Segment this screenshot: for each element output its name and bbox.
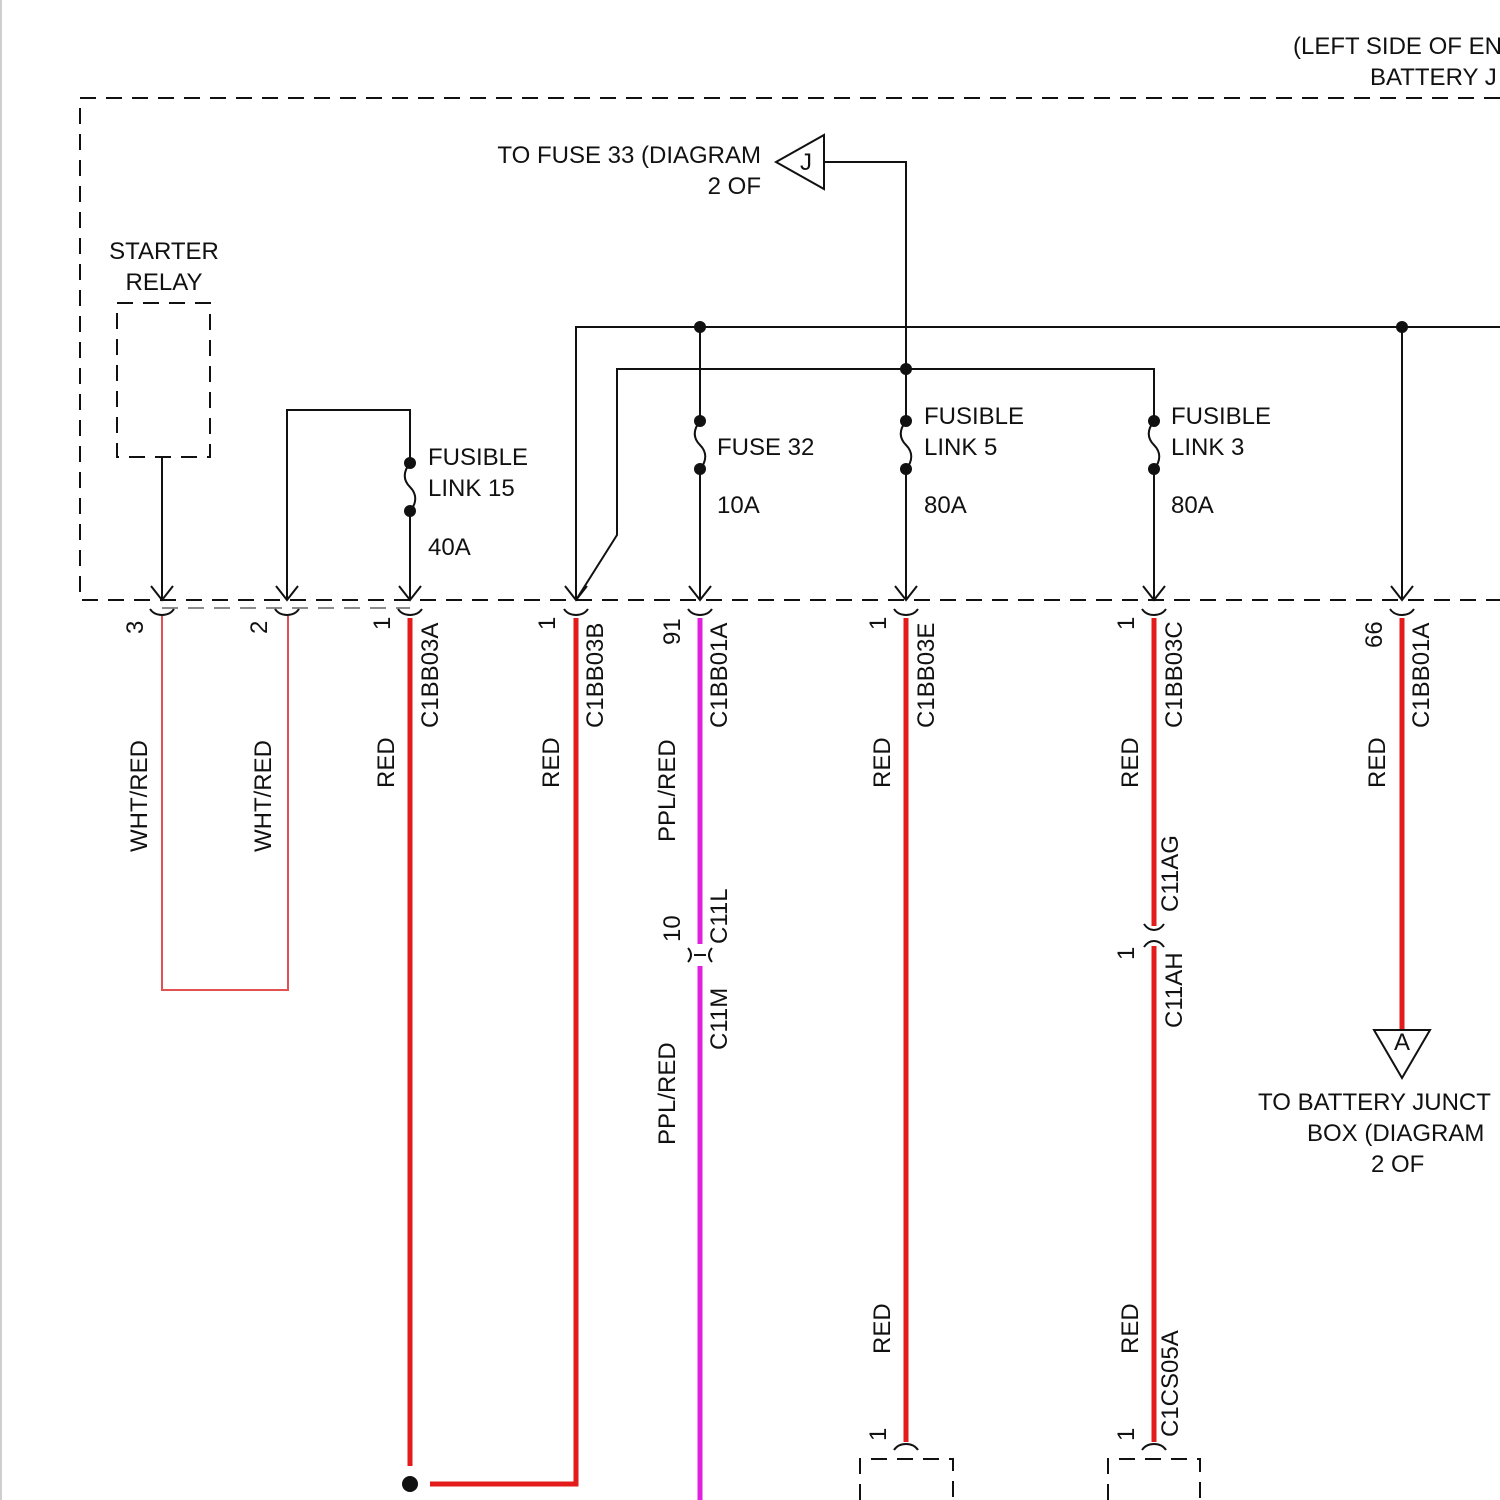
cavity-c1bb01a-66	[1390, 609, 1414, 615]
fuse-32-node-top	[694, 415, 706, 427]
fuse-32-element	[695, 421, 706, 469]
connector-label-c1bb03b: C1BB03B	[582, 623, 609, 728]
cavity-c1bb03b	[564, 609, 588, 615]
location-label-line2: BATTERY J	[1370, 64, 1497, 91]
cavity-bottom-col6	[894, 1444, 918, 1450]
inline-lower-label-c11ah: C11AH	[1161, 952, 1188, 1028]
fusible-link-3-rating: 80A	[1171, 492, 1214, 519]
cavity-pin-3	[150, 609, 174, 615]
inline-connector-c11l-left	[688, 948, 691, 962]
cavity-c1bb03e	[894, 609, 918, 615]
connector-label-c1bb03c: C1BB03C	[1161, 621, 1188, 728]
cavity-c1bb03a	[398, 609, 422, 615]
connector-label-c1cs05a: C1CS05A	[1157, 1330, 1184, 1437]
fusible-link-5-rating: 80A	[924, 492, 967, 519]
battery-ref-flag-letter: A	[1394, 1029, 1410, 1056]
inline-lower-label-c11m: C11M	[706, 988, 733, 1050]
fusible-link-5-node-top	[900, 415, 912, 427]
fusible-link-3-label-line1: FUSIBLE	[1171, 403, 1271, 430]
wire-color-label-pin2: WHT/RED	[250, 740, 277, 852]
pin-label-c1bb03a: 1	[369, 617, 396, 630]
bus-bar-upper	[576, 327, 1500, 600]
battery-ref-line3: 2 OF	[1371, 1151, 1424, 1178]
fusible-link-15-node-top	[404, 457, 416, 469]
battery-ref-line1: TO BATTERY JUNCT	[1258, 1089, 1491, 1116]
fusible-link-15-element	[405, 463, 416, 511]
wire-color-label-c1bb03b: RED	[538, 737, 565, 788]
location-label-line1: (LEFT SIDE OF EN	[1293, 33, 1500, 60]
cavity-c1bb03c	[1142, 609, 1166, 615]
pin-label-c1bb01a-66: 66	[1361, 621, 1388, 648]
pin-label-c1bb03e: 1	[865, 617, 892, 630]
inline-connector-c11l-right	[709, 948, 712, 962]
fuse-32-label: FUSE 32	[717, 434, 814, 461]
connector-label-c1bb01a-66: C1BB01A	[1408, 623, 1435, 728]
fusible-link-5-element	[901, 421, 912, 469]
fuse33-feed-wire	[824, 162, 906, 369]
fuse33-ref-flag-letter: J	[800, 149, 812, 176]
wire-color-label-pin3: WHT/RED	[126, 740, 153, 852]
fusible-link-15-label-line1: FUSIBLE	[428, 444, 528, 471]
battery-ref-line2: BOX (DIAGRAM	[1307, 1120, 1484, 1147]
starter-relay-box	[117, 303, 210, 457]
junction-box-boundary	[80, 98, 1500, 600]
wire-color-label-c1bb01a-66: RED	[1364, 737, 1391, 788]
wire-color-label-col6-bottom: RED	[869, 1303, 896, 1354]
starter-relay-label-line2: RELAY	[126, 269, 203, 296]
cavity-pin-2	[275, 609, 299, 615]
connector-label-c1bb03a: C1BB03A	[417, 623, 444, 728]
inline-pin-label-c11ah: 1	[1113, 947, 1140, 960]
bus-bar-lower	[576, 369, 1154, 600]
inline-upper-label-c11ag: C11AG	[1157, 835, 1184, 912]
cavity-bottom-col7	[1142, 1444, 1166, 1450]
wire-color-label-c1bb03e: RED	[869, 737, 896, 788]
pin-label-c1bb03b: 1	[534, 617, 561, 630]
pin-label-c1bb03c: 1	[1113, 617, 1140, 630]
inline-upper-label-c11l: C11L	[706, 888, 733, 944]
wire-color-label-c1bb01a-91: PPL/RED	[654, 739, 681, 842]
bottom-connector-col6-box	[860, 1459, 953, 1500]
pin-label-c1bb01a-91: 91	[659, 618, 686, 645]
fusible-link-15-loop	[287, 410, 410, 600]
wire-color-label-c1bb03a: RED	[373, 737, 400, 788]
splice-node	[402, 1476, 418, 1492]
fusible-link-5-label-line1: FUSIBLE	[924, 403, 1024, 430]
wire-color-label-c1bb03c: RED	[1117, 737, 1144, 788]
pin-label-2: 2	[246, 621, 273, 634]
fuse-32-rating: 10A	[717, 492, 760, 519]
inline-pin-label-c11l: 10	[659, 915, 686, 942]
connector-label-c1bb03e: C1BB03E	[913, 623, 940, 728]
pin-label-col6-bottom: 1	[865, 1428, 892, 1441]
fuse33-ref-line2: 2 OF	[708, 173, 761, 200]
fusible-link-15-label-line2: LINK 15	[428, 475, 515, 502]
cavity-c1bb01a-91	[688, 609, 712, 615]
wire-color-label-ppl-red-lower: PPL/RED	[654, 1042, 681, 1145]
fusible-link-15-rating: 40A	[428, 534, 471, 561]
fusible-link-5-label-line2: LINK 5	[924, 434, 997, 461]
bottom-connector-col7-box	[1108, 1459, 1200, 1500]
connector-label-c1bb01a-91: C1BB01A	[706, 623, 733, 728]
pin-label-col7-bottom: 1	[1113, 1428, 1140, 1441]
wire-color-label-col7-bottom: RED	[1117, 1303, 1144, 1354]
fusible-link-3-node-top	[1148, 415, 1160, 427]
fuse33-ref-line1: TO FUSE 33 (DIAGRAM	[497, 142, 761, 169]
fusible-link-3-element	[1149, 421, 1160, 469]
starter-relay-label-line1: STARTER	[109, 238, 219, 265]
pin-label-3: 3	[122, 621, 149, 634]
fusible-link-3-label-line2: LINK 3	[1171, 434, 1244, 461]
